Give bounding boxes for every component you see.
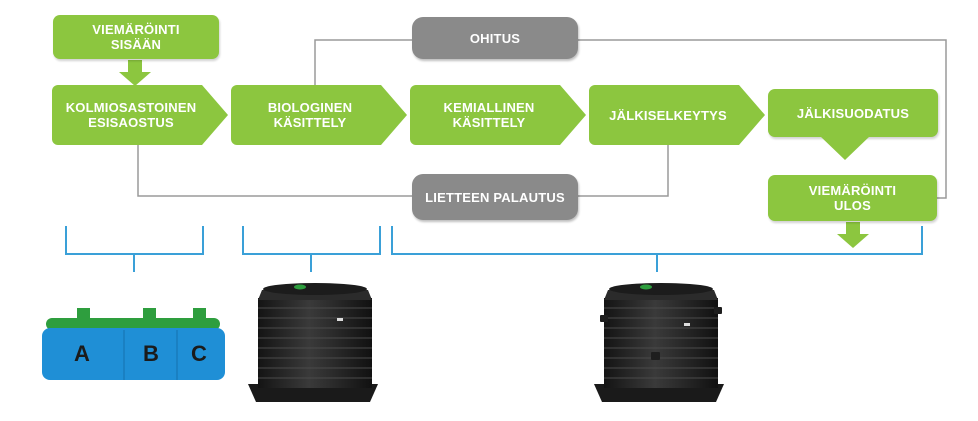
node-biological: BIOLOGINEN KÄSITTELY: [231, 85, 407, 145]
node-inlet: VIEMÄRÖINTI SISÄÄN: [53, 15, 219, 59]
node-pretreatment-label: KOLMIOSASTOINEN ESISAOSTUS: [65, 100, 197, 130]
node-post-settling-label: JÄLKISELKEYTYS: [609, 107, 727, 123]
node-post-settling: JÄLKISELKEYTYS: [589, 85, 765, 145]
bracket-chemical-and-post: [391, 226, 923, 255]
outlet-down-arrow: [837, 222, 869, 248]
tank-section-a-label: A: [74, 341, 90, 366]
bracket-pretreatment: [65, 226, 204, 255]
node-bypass: OHITUS: [412, 17, 578, 59]
three-compartment-tank: [42, 308, 225, 380]
node-sludge-return: LIETTEEN PALAUTUS: [412, 174, 578, 220]
bypass-line-left: [314, 39, 412, 85]
node-pretreatment: KOLMIOSASTOINEN ESISAOSTUS: [52, 85, 228, 145]
node-chemical: KEMIALLINEN KÄSITTELY: [410, 85, 586, 145]
bracket-biological: [242, 226, 381, 255]
node-biological-label: BIOLOGINEN KÄSITTELY: [267, 100, 353, 130]
tank-section-b-label: B: [143, 341, 159, 366]
node-outlet: VIEMÄRÖINTI ULOS: [768, 175, 937, 221]
biological-treatment-well: [248, 283, 378, 402]
bypass-line-right: [578, 39, 947, 199]
sludge-return-line-right: [578, 145, 669, 197]
inlet-down-arrow: [119, 60, 151, 86]
node-chemical-label: KEMIALLINEN KÄSITTELY: [443, 100, 535, 130]
node-post-filtration: JÄLKISUODATUS: [768, 89, 938, 137]
tank-section-c-label: C: [191, 341, 207, 366]
sludge-return-line-left: [137, 145, 412, 197]
post-treatment-well: [594, 283, 724, 402]
